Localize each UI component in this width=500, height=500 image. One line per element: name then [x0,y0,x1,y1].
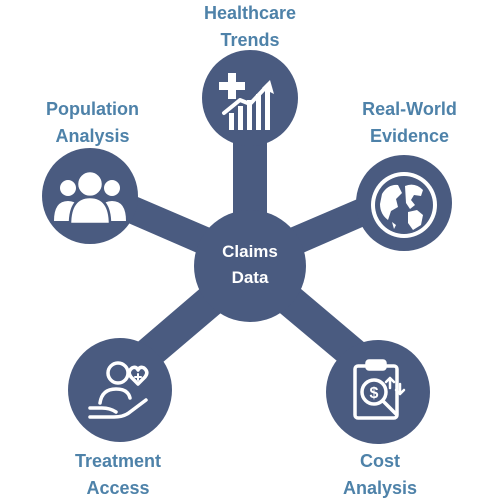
label-access-line1: Treatment [74,451,162,471]
globe-icon [371,172,437,238]
label-evidence-line1: Real-World [362,99,457,119]
label-trends-line2: Trends [220,30,280,50]
clipboard-dollar-magnifier-icon [353,359,406,420]
label-population-line1: Population [46,99,139,119]
hand-heart-person-icon [88,361,149,419]
label-trends-line1: Healthcare [203,3,297,23]
label-evidence-line2: Evidence [369,126,450,146]
label-real-world-evidence: Real-World Evidence [332,96,487,150]
label-healthcare-trends: Healthcare Trends [175,0,325,54]
center-label-line2: Data [231,268,269,287]
label-cost-line1: Cost [360,451,400,471]
dollar-sign-icon: $ [370,385,379,402]
center-label-line1: Claims [222,242,278,261]
node-cost [326,340,430,444]
label-treatment-access: Treatment Access [43,448,193,500]
label-cost-line2: Analysis [342,478,418,498]
people-group-icon [54,169,126,226]
label-cost-analysis: Cost Analysis [305,448,455,500]
label-population-analysis: Population Analysis [15,96,170,150]
label-access-line2: Access [86,478,150,498]
center-node [194,210,306,322]
center-label: Claims Data [190,239,310,291]
node-trends [202,50,298,146]
cross-growth-chart-icon [219,73,274,130]
label-population-line2: Analysis [55,126,130,146]
